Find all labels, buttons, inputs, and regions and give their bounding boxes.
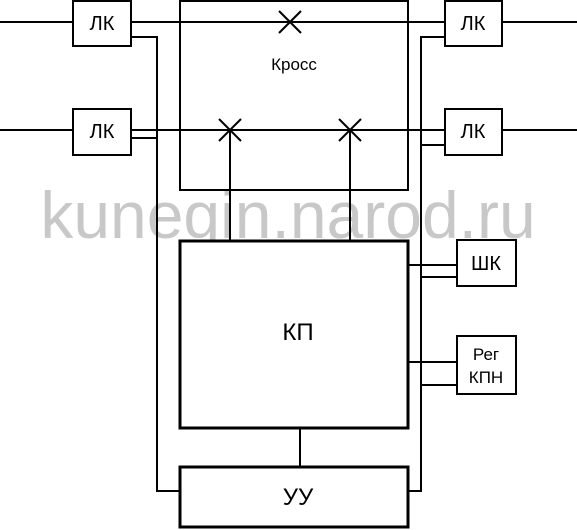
shk-label: ШК bbox=[471, 253, 501, 275]
lk-block-top-right: ЛК bbox=[444, 0, 503, 47]
shk-block bbox=[456, 239, 517, 287]
reg-label-line1: Рег bbox=[473, 345, 499, 364]
cross-switch-top-icon bbox=[278, 10, 302, 34]
kp-block bbox=[178, 239, 410, 430]
lk-mid-right-label: ЛК bbox=[461, 121, 486, 143]
reg-kpn-block bbox=[456, 335, 517, 395]
reg-label-line2: КПН bbox=[469, 368, 503, 387]
lk-block-mid-left: ЛК bbox=[72, 108, 132, 156]
lk-mid-left-label: ЛК bbox=[90, 121, 115, 143]
bus-left-to-uu bbox=[131, 36, 180, 492]
lk-block-top-left: ЛК bbox=[72, 0, 132, 47]
cross-switch-left-icon bbox=[218, 118, 242, 142]
uu-block bbox=[178, 465, 410, 529]
lk-top-left-label: ЛК bbox=[90, 13, 115, 35]
cross-label: Кросс bbox=[271, 55, 317, 74]
kp-label: КП bbox=[282, 319, 313, 346]
cross-block bbox=[179, 0, 409, 191]
cross-switch-right-icon bbox=[338, 118, 362, 142]
connection-lines bbox=[0, 21, 577, 492]
lk-top-right-label: ЛК bbox=[461, 13, 486, 35]
lk-block-mid-right: ЛК bbox=[444, 108, 503, 156]
uu-label: УУ bbox=[283, 484, 314, 511]
